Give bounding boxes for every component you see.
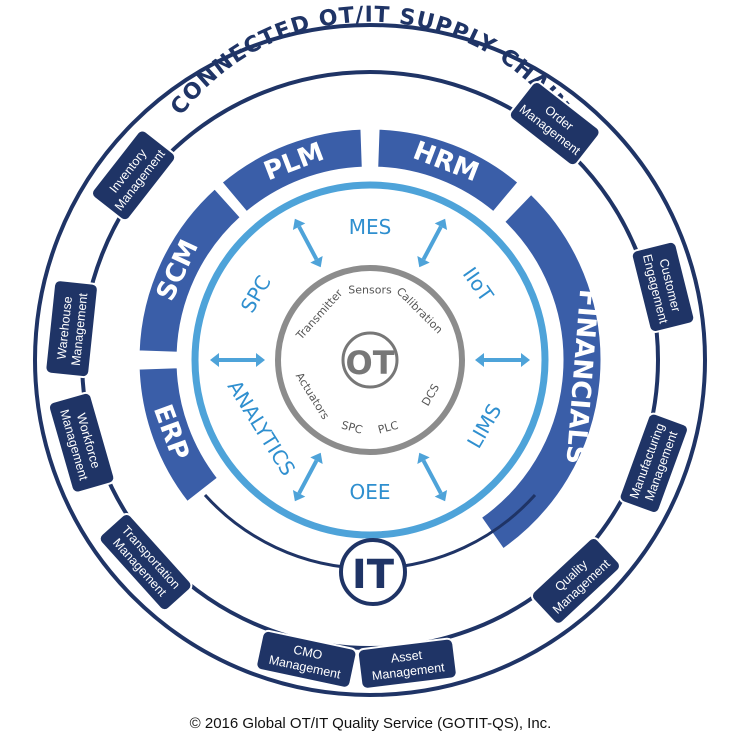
it-badge-circle	[339, 538, 407, 606]
ot-function-label: MES	[349, 215, 392, 239]
it-segment	[375, 126, 522, 216]
it-segment	[136, 185, 244, 355]
outer-tag: QualityManagement	[530, 536, 621, 625]
outer-tag-box	[356, 637, 458, 690]
outer-tag: WarehouseManagement	[44, 279, 99, 379]
double-headed-arrow-icon	[292, 218, 323, 268]
ot-function-label: OEE	[349, 480, 390, 504]
outer-tag: CMOManagement	[255, 629, 358, 689]
ot-center-circle	[341, 331, 399, 389]
outer-tag-box	[255, 629, 358, 689]
it-segment	[478, 190, 604, 553]
device-ring	[275, 265, 465, 455]
outer-tag: CustomerEngagement	[630, 240, 696, 333]
outer-tag-box	[91, 129, 177, 222]
outer-tag-box	[630, 240, 696, 333]
it-segment	[218, 126, 365, 216]
outer-ring	[33, 23, 707, 697]
outer-tag-box	[44, 279, 99, 379]
ot-device-label: Calibration	[394, 285, 446, 337]
it-segment	[136, 365, 221, 505]
ot-device-label: PLC	[377, 419, 400, 437]
outer-tag-box	[47, 391, 116, 494]
double-headed-arrow-icon	[417, 218, 448, 268]
ot-function-label: SPC	[236, 271, 276, 317]
outer-tag: AssetManagement	[356, 637, 458, 690]
ot-outer-ring	[191, 181, 549, 539]
outer-tag-box	[508, 81, 601, 167]
title-gap	[195, 43, 550, 116]
ot-device-label: SPC	[340, 419, 364, 437]
copyright-footer: © 2016 Global OT/IT Quality Service (GOT…	[189, 715, 552, 732]
supply-chain-title: CONNECTED OT/IT SUPPLY CHAIN	[166, 3, 574, 120]
ot-function-label: LIMS	[462, 400, 506, 453]
double-headed-arrow-icon	[417, 452, 448, 502]
outer-tag: TransportationManagement	[98, 513, 193, 612]
ot-function-label: IIoT	[458, 263, 499, 307]
ot-function-label: ANALYTICS	[223, 376, 300, 480]
double-headed-arrow-icon	[475, 353, 530, 367]
ot-arrows	[210, 218, 530, 502]
double-headed-arrow-icon	[210, 353, 265, 367]
outer-tag-box	[530, 536, 621, 625]
supply-chain-diagram: CONNECTED OT/IT SUPPLY CHAIN InventoryMa…	[33, 3, 707, 697]
outer-tag: InventoryManagement	[91, 129, 177, 222]
ot-device-label: Sensors	[348, 284, 392, 297]
ot-center-label: OT	[345, 344, 394, 382]
outer-tag-box	[98, 513, 193, 612]
outer-tag: ManufacturingManagement	[618, 412, 689, 514]
double-headed-arrow-icon	[292, 452, 323, 502]
it-badge-label: IT	[352, 552, 395, 598]
outer-tag-box	[618, 412, 689, 514]
ot-device-label: DCS	[419, 382, 442, 409]
